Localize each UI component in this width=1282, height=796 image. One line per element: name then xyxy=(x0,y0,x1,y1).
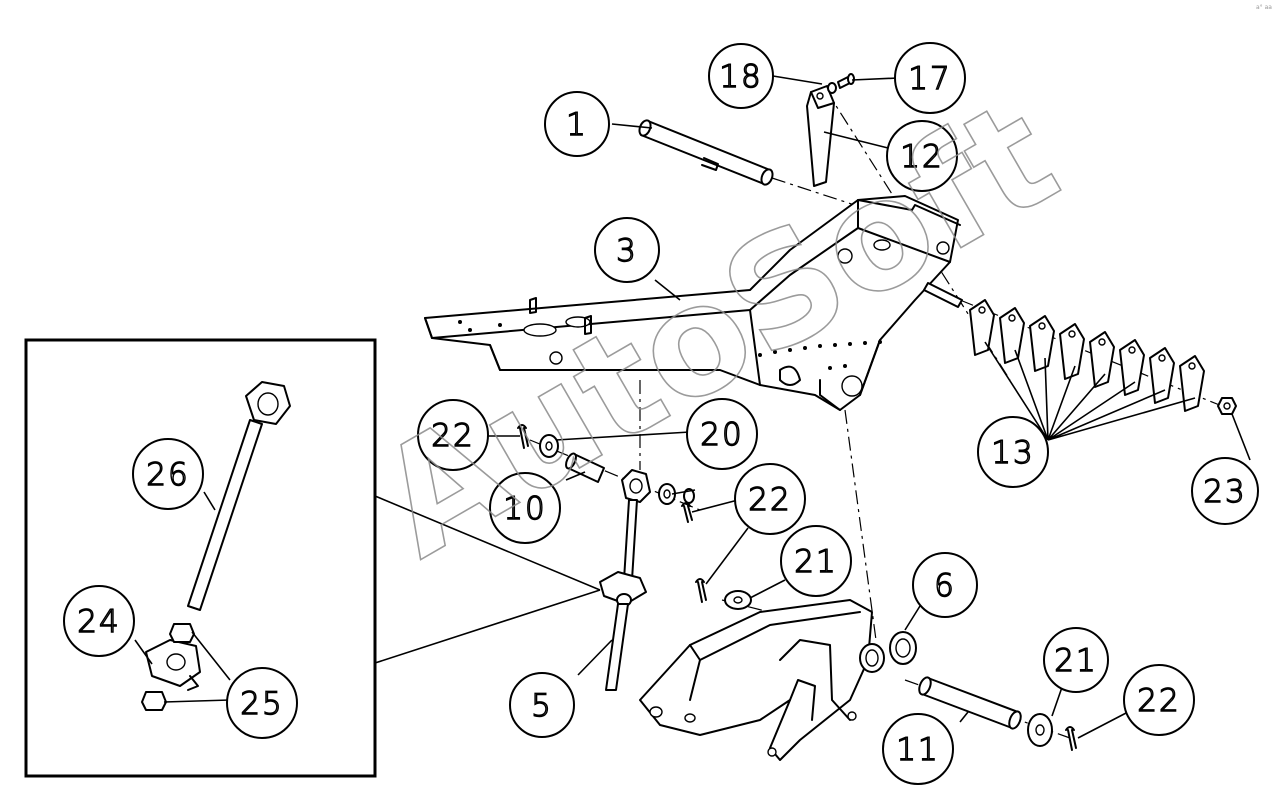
leader-lines xyxy=(134,75,1251,739)
svg-text:13: 13 xyxy=(991,435,1034,471)
svg-text:22: 22 xyxy=(431,418,474,454)
callout-22-right: 22 xyxy=(1123,664,1195,736)
svg-text:21: 21 xyxy=(1054,643,1097,679)
callout-10: 10 xyxy=(489,472,561,544)
callout-17: 17 xyxy=(894,42,966,114)
svg-text:5: 5 xyxy=(531,688,553,724)
svg-text:18: 18 xyxy=(719,59,762,95)
svg-text:20: 20 xyxy=(700,417,743,453)
part-10-bushing xyxy=(565,452,605,483)
part-5-adjust-rod xyxy=(599,469,651,691)
callout-11: 11 xyxy=(882,713,954,785)
part-18-washer xyxy=(827,82,837,94)
svg-text:12: 12 xyxy=(900,139,943,175)
callout-12: 12 xyxy=(886,120,958,192)
svg-text:11: 11 xyxy=(896,732,939,768)
part-17-bolt xyxy=(837,73,855,89)
svg-text:22: 22 xyxy=(1137,683,1180,719)
part-20-washer xyxy=(539,434,695,505)
callout-3: 3 xyxy=(594,217,660,283)
part-21-washer xyxy=(724,590,1053,747)
callout-18: 18 xyxy=(708,43,774,109)
part-12-lever xyxy=(806,85,835,187)
callout-23: 23 xyxy=(1191,457,1259,525)
part-25-nut xyxy=(141,623,195,711)
svg-text:17: 17 xyxy=(908,61,951,97)
callout-21-upper: 21 xyxy=(780,525,852,597)
svg-text:6: 6 xyxy=(934,568,956,604)
callout-1: 1 xyxy=(544,91,610,157)
tine xyxy=(969,299,1205,412)
part-22-cotter-pin xyxy=(517,424,1077,751)
callout-21-lower: 21 xyxy=(1043,627,1109,693)
corner-mark: a° aa xyxy=(1256,4,1272,11)
callout-25: 25 xyxy=(226,667,298,739)
part-26-rod-end xyxy=(187,381,291,611)
callout-5: 5 xyxy=(509,672,575,738)
svg-text:1: 1 xyxy=(566,107,588,143)
part-13-tine-set xyxy=(923,282,1205,412)
detail-inset xyxy=(24,338,601,778)
callout-13: 13 xyxy=(977,416,1049,488)
callouts: 1 3 5 6 10 11 12 13 xyxy=(63,42,1259,785)
callout-6: 6 xyxy=(912,552,978,618)
callout-20: 20 xyxy=(686,398,758,470)
svg-text:25: 25 xyxy=(240,686,283,722)
part-3-main-frame xyxy=(424,195,961,411)
callout-22-middle: 22 xyxy=(734,463,806,535)
callout-26: 26 xyxy=(132,438,204,510)
part-11-pin xyxy=(918,676,1022,730)
part-1-pin xyxy=(638,119,774,186)
part-23-nut xyxy=(1217,397,1237,415)
svg-text:10: 10 xyxy=(503,491,546,527)
callout-22-left: 22 xyxy=(417,399,489,471)
svg-text:3: 3 xyxy=(616,233,638,269)
svg-text:22: 22 xyxy=(748,482,791,518)
callout-24: 24 xyxy=(63,585,135,657)
svg-text:26: 26 xyxy=(146,457,189,493)
part-24-clamp xyxy=(145,639,201,691)
svg-text:23: 23 xyxy=(1203,474,1246,510)
svg-text:24: 24 xyxy=(77,604,120,640)
svg-text:21: 21 xyxy=(794,544,837,580)
part-6-lower-bracket xyxy=(639,599,917,761)
